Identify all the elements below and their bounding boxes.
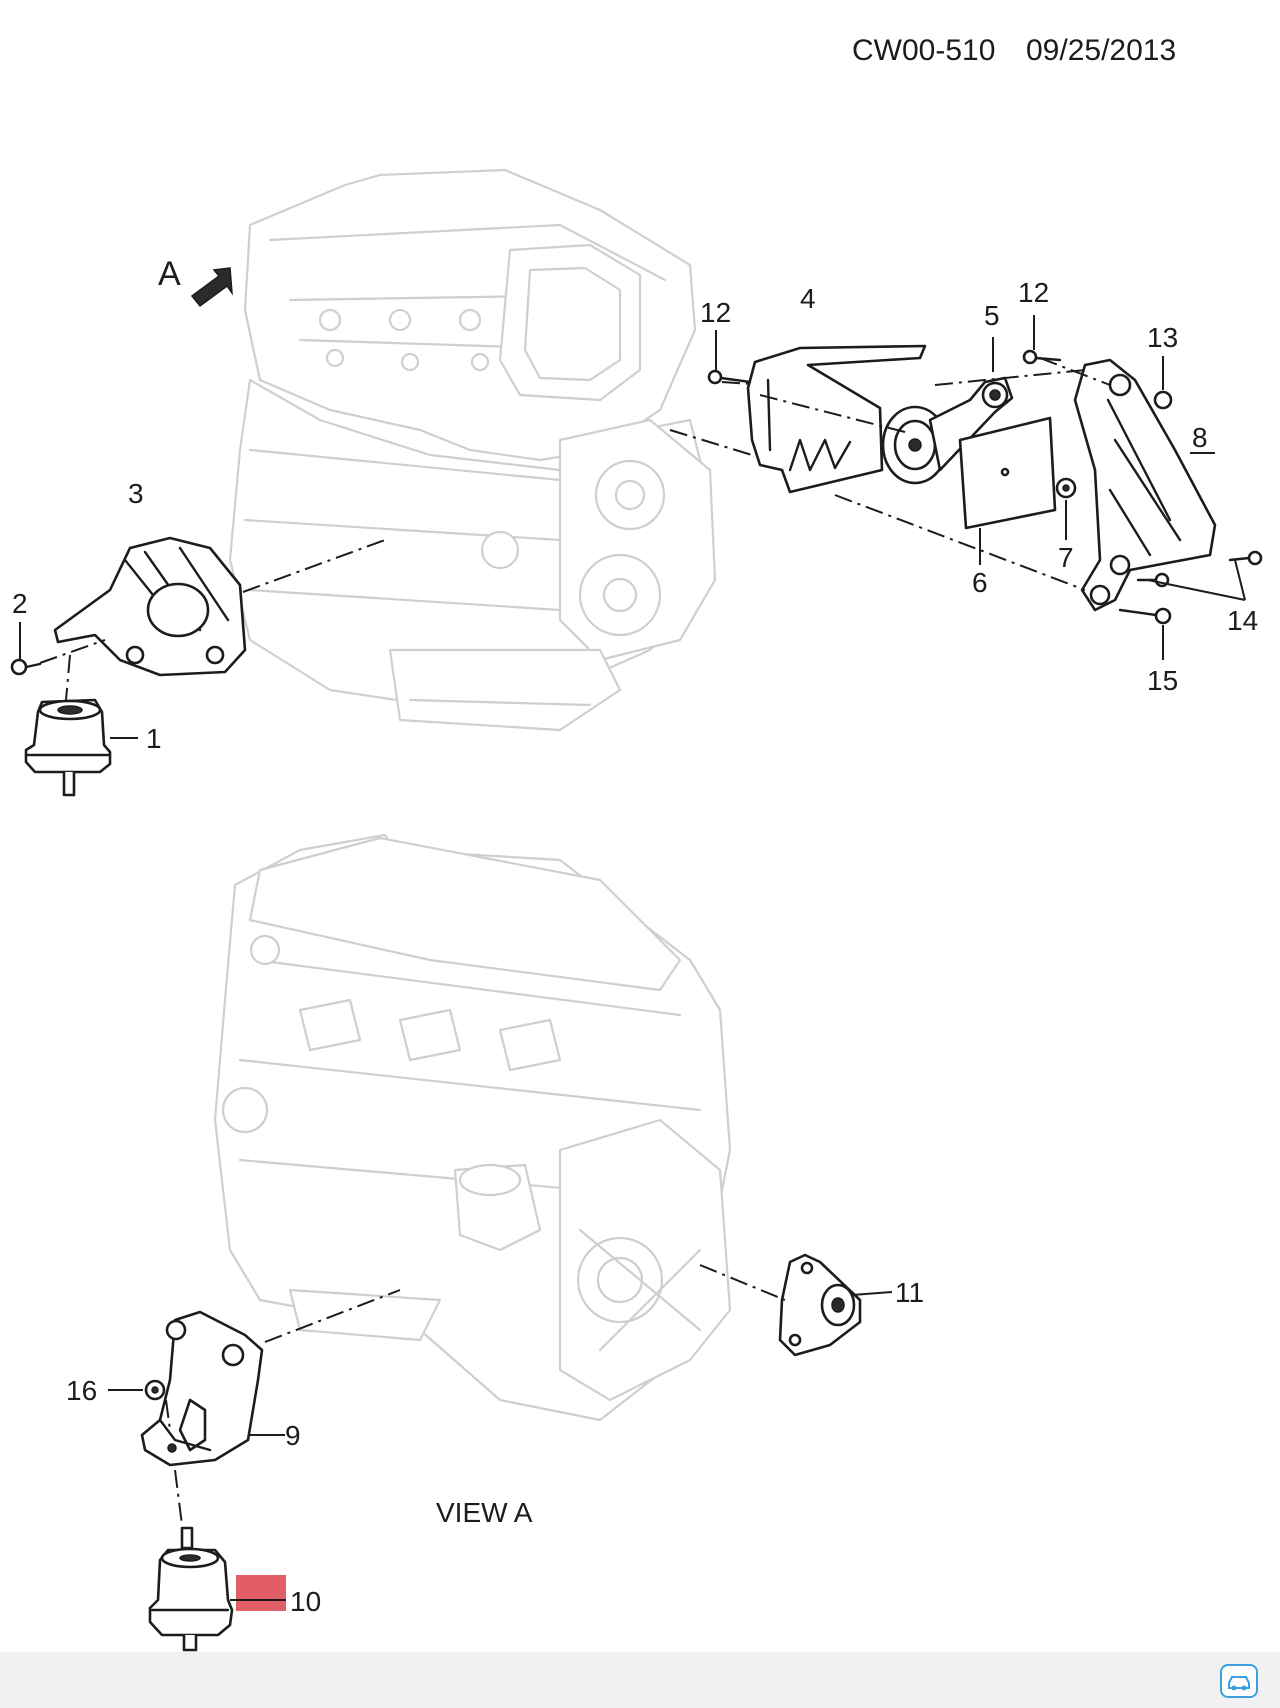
part-9-bracket bbox=[140, 1310, 264, 1467]
view-a-letter: A bbox=[158, 255, 181, 293]
callout-12-right: 12 bbox=[1018, 277, 1049, 308]
callout-8: 8 bbox=[1192, 422, 1208, 453]
doc-code: CW00-510 bbox=[852, 34, 995, 67]
callout-2: 2 bbox=[12, 588, 28, 619]
part-10-highlight bbox=[236, 1575, 286, 1611]
part-12-bolt-right bbox=[1022, 349, 1062, 365]
part-1-mount bbox=[24, 654, 112, 797]
callout-6: 6 bbox=[972, 567, 988, 598]
part-15-bolt bbox=[1118, 607, 1172, 625]
part-3-bracket bbox=[53, 536, 247, 677]
view-a-caption: VIEW A bbox=[436, 1497, 533, 1528]
engine-bottom-ghost bbox=[213, 833, 732, 1422]
callout-4: 4 bbox=[800, 283, 816, 314]
part-13-nut bbox=[1153, 390, 1173, 410]
callout-13: 13 bbox=[1147, 322, 1178, 353]
part-12-bolt-left bbox=[707, 369, 752, 385]
part-8-bracket bbox=[1073, 358, 1217, 612]
callout-10: 10 bbox=[290, 1586, 321, 1617]
part-7-nut bbox=[1055, 477, 1077, 499]
part-5-strut bbox=[881, 376, 1014, 485]
callout-15: 15 bbox=[1147, 665, 1178, 696]
callout-11: 11 bbox=[895, 1277, 924, 1308]
doc-date: 09/25/2013 bbox=[1026, 34, 1176, 67]
part-2-bolt bbox=[10, 658, 42, 676]
part-6-shield bbox=[958, 416, 1057, 530]
callout-1: 1 bbox=[146, 723, 162, 754]
callout-5: 5 bbox=[984, 300, 1000, 331]
part-16-nut bbox=[144, 1379, 166, 1401]
callout-7: 7 bbox=[1058, 542, 1074, 573]
part-4-bracket bbox=[746, 344, 927, 494]
callout-12-left: 12 bbox=[700, 297, 731, 328]
car-app-icon[interactable] bbox=[1220, 1664, 1258, 1698]
callout-14: 14 bbox=[1227, 605, 1258, 636]
engine-top-ghost bbox=[228, 168, 717, 732]
footer-bar bbox=[0, 1652, 1280, 1708]
view-a-arrow: A bbox=[158, 255, 233, 308]
callout-16: 16 bbox=[66, 1375, 97, 1406]
callout-9: 9 bbox=[285, 1420, 301, 1451]
callout-3: 3 bbox=[128, 478, 144, 509]
view-direction-arrow-icon bbox=[190, 267, 233, 308]
part-10-mount bbox=[148, 1469, 234, 1652]
car-glyph-icon bbox=[1228, 1676, 1250, 1691]
part-11-bracket bbox=[778, 1253, 862, 1357]
